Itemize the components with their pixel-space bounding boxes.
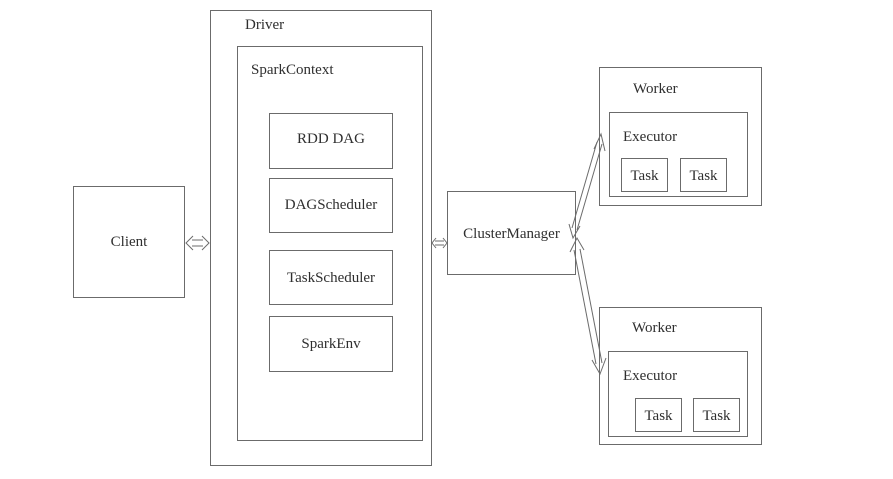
worker-label-2: Worker: [632, 320, 677, 336]
spark-context-label: SparkContext: [251, 62, 334, 78]
task-label-2b: Task: [702, 408, 731, 424]
executor-box-2: Executor: [608, 351, 748, 437]
task-box-1b: Task: [680, 158, 727, 192]
dag-scheduler-box: DAGScheduler: [269, 178, 393, 233]
dag-scheduler-label: DAGScheduler: [284, 197, 378, 213]
spark-env-label: SparkEnv: [301, 336, 361, 352]
spark-env-box: SparkEnv: [269, 316, 393, 372]
client-box: Client: [73, 186, 185, 298]
executor-label-2: Executor: [623, 368, 678, 384]
executor-label-1: Executor: [623, 129, 678, 145]
worker-label-1: Worker: [633, 81, 678, 97]
driver-clustermanager-arrow: [431, 237, 448, 249]
client-driver-arrow: [185, 235, 210, 251]
task-scheduler-box: TaskScheduler: [269, 250, 393, 305]
cluster-manager-box: ClusterManager: [447, 191, 576, 275]
task-box-2a: Task: [635, 398, 682, 432]
task-label-1b: Task: [689, 168, 718, 184]
task-scheduler-label: TaskScheduler: [286, 270, 376, 286]
rdd-dag-box: RDD DAG: [269, 113, 393, 169]
task-label-2a: Task: [644, 408, 673, 424]
cluster-manager-label: ClusterManager: [463, 226, 560, 242]
task-label-1a: Task: [630, 168, 659, 184]
executor-box-1: Executor: [609, 112, 748, 197]
task-box-1a: Task: [621, 158, 668, 192]
client-label: Client: [110, 234, 148, 250]
worker-box-2: Worker: [599, 307, 762, 445]
driver-label: Driver: [245, 17, 285, 33]
spark-context-box: SparkContext: [237, 46, 423, 441]
rdd-dag-label: RDD DAG: [297, 131, 365, 147]
task-box-2b: Task: [693, 398, 740, 432]
